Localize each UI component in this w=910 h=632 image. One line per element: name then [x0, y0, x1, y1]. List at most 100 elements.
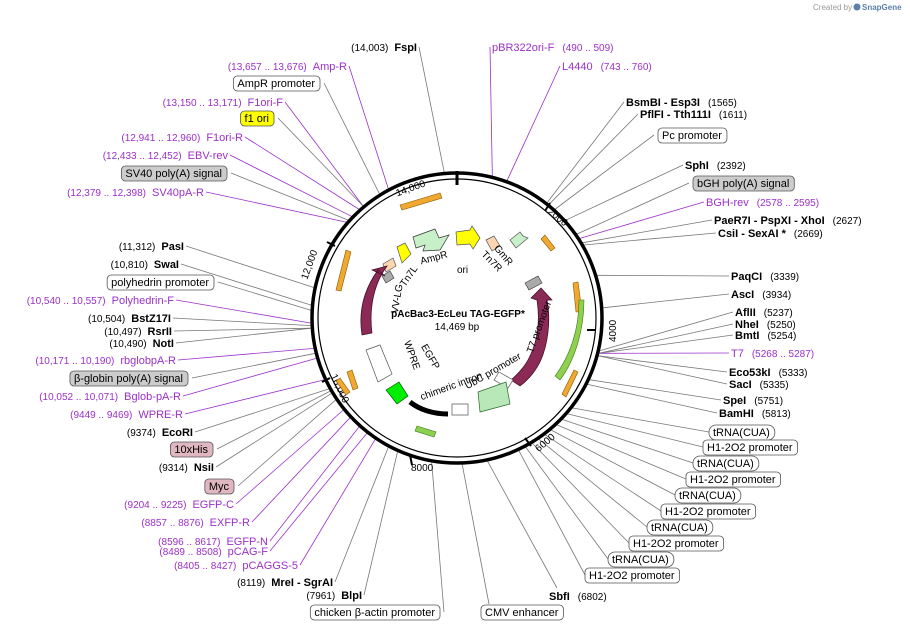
- primer-label-t7[interactable]: T7(5268 .. 5287): [731, 348, 814, 360]
- label-name: EGFP-C: [192, 499, 234, 511]
- primer-label-amp-r[interactable]: Amp-R(13,657 .. 13,676): [228, 61, 347, 73]
- site-label-paqci[interactable]: PaqCI(3339): [731, 271, 799, 283]
- gmr-feature: [509, 231, 529, 249]
- trna-label-trna-cua[interactable]: tRNA(CUA): [651, 522, 708, 534]
- trna-label-trna-cua[interactable]: tRNA(CUA): [713, 427, 770, 439]
- site-label-sphi[interactable]: SphI(2392): [685, 160, 746, 172]
- site-label-bmti[interactable]: BmtI(5254): [735, 330, 796, 342]
- trna-label-h1-2o2-promoter[interactable]: H1-2O2 promoter: [690, 474, 776, 486]
- primer-label-f1ori-r[interactable]: F1ori-R(12,941 .. 12,960): [121, 132, 243, 144]
- primer-label-l4440[interactable]: L4440(743 .. 760): [562, 61, 652, 73]
- primer-label-sv40pa-r[interactable]: SV40pA-R(12,379 .. 12,398): [67, 187, 204, 199]
- label-position: (10,497): [104, 327, 141, 338]
- primer-label-f1ori-f[interactable]: F1ori-F(13,150 .. 13,171): [163, 97, 284, 109]
- primer-label-pbr322ori-f[interactable]: pBR322ori-F(490 .. 509): [492, 42, 614, 54]
- tick-8000: [409, 454, 413, 466]
- site-label-bsmbi-esp3i[interactable]: BsmBI - Esp3I(1565): [626, 97, 737, 109]
- primer-label-egfp-c[interactable]: EGFP-C (9204 .. 9225): [124, 499, 234, 511]
- primer-label-exfp-r[interactable]: EXFP-R(8857 .. 8876): [141, 517, 250, 529]
- label-position: (14,003): [351, 43, 388, 54]
- label-position: (8405 .. 8427): [174, 561, 236, 572]
- site-label-pasi[interactable]: PasI(11,312): [119, 241, 184, 253]
- label-position: (5333): [779, 368, 808, 379]
- label-name: NotI: [153, 338, 174, 350]
- label-name: RsrII: [148, 326, 172, 338]
- site-label-eco53ki[interactable]: Eco53kI(5333): [729, 367, 808, 379]
- feature-label-cmv-enhancer[interactable]: CMV enhancer: [485, 607, 559, 619]
- feature-label-myc[interactable]: Myc: [209, 481, 230, 493]
- primer-label-rbglobpa-r[interactable]: rbglobpA-R(10,171 .. 10,190): [35, 355, 176, 367]
- trna-label-trna-cua[interactable]: tRNA(CUA): [612, 554, 669, 566]
- primer-label-egfp-n[interactable]: EGFP-N(8596 .. 8617): [158, 536, 268, 548]
- map-label-wpre: WPRE: [401, 339, 422, 371]
- leader-line: [177, 347, 315, 361]
- primer-label-bglob-pa-r[interactable]: Bglob-pA-R(10,052 .. 10,071): [39, 391, 181, 403]
- feature-label-ampr-promoter[interactable]: AmpR promoter: [237, 78, 315, 90]
- site-label-noti[interactable]: NotI(10,490): [109, 338, 174, 350]
- primer-label-polyhedrin-f[interactable]: Polyhedrin-F(10,540 .. 10,557): [27, 295, 175, 307]
- site-label-saci[interactable]: SacI(5335): [729, 379, 789, 391]
- site-label-asci[interactable]: AscI(3934): [731, 289, 791, 301]
- site-label-mrei-sgrai[interactable]: MreI - SgrAI(8119): [237, 577, 333, 589]
- ubc-promoter-feature: [451, 403, 469, 416]
- primer-label-ebv-rev[interactable]: EBV-rev(12,433 .. 12,452): [103, 150, 229, 162]
- feature-label-10xhis[interactable]: 10xHis: [174, 444, 208, 456]
- site-label-sbfi[interactable]: SbfI(6802): [549, 591, 607, 603]
- feature-label-bgh-poly-a-signal[interactable]: bGH poly(A) signal: [697, 178, 789, 190]
- trna-label-h1-2o2-promoter[interactable]: H1-2O2 promoter: [589, 570, 675, 582]
- primer-label-bgh-rev[interactable]: BGH-rev(2578 .. 2595): [706, 197, 819, 209]
- trna-box: [674, 487, 742, 504]
- label-position: (743 .. 760): [601, 62, 652, 73]
- leader-line: [175, 299, 312, 324]
- trna-label-trna-cua[interactable]: tRNA(CUA): [679, 490, 736, 502]
- egfp-feature: [385, 381, 409, 405]
- site-label-csii-sexai[interactable]: CsiI - SexAI * (2669): [718, 228, 823, 240]
- site-label-nsii[interactable]: NsiI(9314): [159, 462, 214, 474]
- site-label-nhei[interactable]: NheI(5250): [735, 319, 796, 331]
- feature-label-f1-ori[interactable]: f1 ori: [245, 113, 269, 125]
- primer-label-pcag-f[interactable]: pCAG-F(8489 .. 8508): [159, 546, 268, 558]
- ampr-feature: [412, 228, 450, 252]
- plasmid-name: pAcBac3-EcLeu TAG-EGFP*: [391, 309, 525, 320]
- site-label-rsrii[interactable]: RsrII (10,497): [104, 326, 172, 338]
- feature-label-polyhedrin-promoter[interactable]: polyhedrin promoter: [111, 277, 209, 289]
- feature-label-chicken-actin-promoter[interactable]: chicken β-actin promoter: [314, 607, 435, 619]
- feature-label-sv40-poly-a-signal[interactable]: SV40 poly(A) signal: [125, 168, 222, 180]
- site-label-fspi[interactable]: FspI(14,003): [351, 42, 417, 54]
- label-name: F1ori-F: [248, 97, 284, 109]
- site-label-paer7i-pspxi-xhoi[interactable]: PaeR7I - PspXI - XhoI(2627): [714, 215, 862, 227]
- leader-line: [544, 434, 662, 512]
- site-label-bstz17i[interactable]: BstZ17I(10,504): [88, 313, 171, 325]
- primer-label-wpre-r[interactable]: WPRE-R(9449 .. 9469): [70, 409, 183, 421]
- site-label-aflii[interactable]: AflII(5237): [735, 307, 793, 319]
- feature-label-globin-poly-a-signal[interactable]: β-globin poly(A) signal: [74, 373, 183, 385]
- trna-box: [584, 567, 680, 584]
- site-label-swai[interactable]: SwaI(10,810): [111, 259, 179, 271]
- feature-box-globin-poly-a-signal: [69, 370, 189, 387]
- label-name: CsiI - SexAI *: [718, 228, 787, 240]
- site-label-spei[interactable]: SpeI(5751): [723, 395, 783, 407]
- label-position: (9204 .. 9225): [124, 500, 186, 511]
- primer-label-pcaggs-5[interactable]: pCAGGS-5(8405 .. 8427): [174, 560, 298, 572]
- leader-line: [602, 293, 730, 309]
- feature-label-pc-promoter[interactable]: Pc promoter: [662, 130, 722, 142]
- trna-label-h1-2o2-promoter[interactable]: H1-2O2 promoter: [633, 538, 719, 550]
- site-label-bamhi[interactable]: BamHI(5813): [719, 408, 791, 420]
- label-position: (5237): [764, 308, 793, 319]
- tick-label-4000: 4000: [608, 319, 619, 342]
- site-label-pflfi-tth111i[interactable]: PflFI - Tth111I(1611): [640, 109, 747, 121]
- trna-label-h1-2o2-promoter[interactable]: H1-2O2 promoter: [665, 506, 751, 518]
- feature-box-polyhedrin-promoter: [106, 274, 215, 291]
- leader-line: [565, 164, 684, 221]
- leader-line: [323, 82, 380, 195]
- site-label-ecori[interactable]: EcoRI(9374): [127, 427, 193, 439]
- site-label-blpi[interactable]: BlpI(7961): [306, 590, 362, 602]
- trna-label-trna-cua[interactable]: tRNA(CUA): [697, 458, 754, 470]
- outside-labels: FspI(14,003) Amp-R(13,657 .. 13,676) AmpR …: [27, 42, 862, 621]
- label-position: (2669): [794, 229, 823, 240]
- trna-label-h1-2o2-promoter[interactable]: H1-2O2 promoter: [707, 442, 793, 454]
- leader-line: [561, 419, 694, 464]
- map-label-ori: ori: [457, 265, 468, 276]
- map-feature-labels: AmpR ori GmR Tn7R Tn7L VV-LG WPRE EGFP c…: [390, 243, 574, 403]
- label-name: NsiI: [194, 462, 214, 474]
